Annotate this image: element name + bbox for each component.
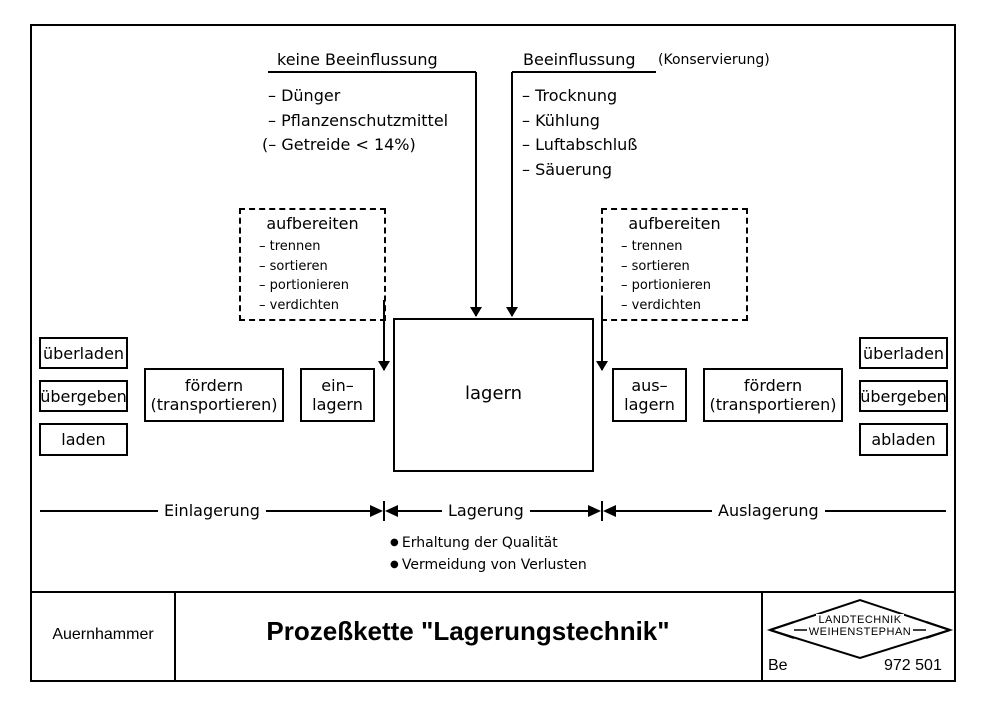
author-code: Be (768, 657, 788, 674)
timeline-arrowheads-right (588, 505, 616, 517)
box-uebergeben-left: übergeben (39, 380, 128, 412)
box-ueberladen-left: überladen (39, 337, 128, 369)
logo-text: LANDTECHNIK WEIHENSTEPHAN (796, 614, 924, 638)
aufbereiten-title: aufbereiten (628, 214, 721, 233)
auslagern-line1: aus– (631, 376, 668, 395)
auslagern-line2: lagern (624, 395, 675, 414)
author-name: Auernhammer (52, 626, 154, 643)
list-item: Trocknung (522, 84, 637, 109)
box-einlagern: ein– lagern (300, 368, 375, 422)
header-konservierung: (Konservierung) (658, 52, 770, 68)
aufbereiten-box-left: aufbereiten trennen sortieren portionier… (239, 208, 386, 321)
einlagern-line2: lagern (312, 395, 363, 414)
box-ueberladen-right: überladen (859, 337, 948, 369)
lagerung-goals: Erhaltung der Qualität Vermeidung von Ve… (390, 532, 587, 576)
logo-line2: WEIHENSTEPHAN (806, 626, 914, 638)
bullet-item: Vermeidung von Verlusten (390, 554, 587, 576)
list-item: Dünger (268, 84, 448, 109)
box-uebergeben-right: übergeben (859, 380, 948, 412)
box-lagern: lagern (393, 318, 594, 472)
bullet-item: Erhaltung der Qualität (390, 532, 587, 554)
transportieren-label: (transportieren) (709, 395, 837, 414)
list-item: verdichten (259, 296, 349, 316)
document-number: 972 501 (884, 657, 942, 674)
drawing-frame (30, 24, 956, 682)
list-item: portionieren (259, 276, 349, 296)
header-keine-beeinflussung: keine Beeinflussung (277, 50, 438, 69)
phase-auslagerung: Auslagerung (712, 501, 825, 520)
box-foerdern-right: fördern (transportieren) (703, 368, 843, 422)
phase-lagerung: Lagerung (442, 501, 530, 520)
page-title: Prozeßkette "Lagerungstechnik" (266, 616, 670, 646)
list-item: verdichten (621, 296, 711, 316)
list-item: portionieren (621, 276, 711, 296)
header-beeinflussung: Beeinflussung (523, 50, 636, 69)
list-item: trennen (259, 237, 349, 257)
box-abladen: abladen (859, 423, 948, 456)
list-beeinflussung: Trocknung Kühlung Luftabschluß Säuerung (522, 84, 637, 182)
list-keine-beeinflussung: Dünger Pflanzenschutzmittel (268, 84, 448, 133)
box-foerdern-left: fördern (transportieren) (144, 368, 284, 422)
box-auslagern: aus– lagern (612, 368, 687, 422)
list-item: Luftabschluß (522, 133, 637, 158)
aufbereiten-title: aufbereiten (266, 214, 359, 233)
list-item: trennen (621, 237, 711, 257)
phase-einlagerung: Einlagerung (158, 501, 266, 520)
list-item: Kühlung (522, 109, 637, 134)
transportieren-label: (transportieren) (150, 395, 278, 414)
list-item: sortieren (621, 257, 711, 277)
list-item: Pflanzenschutzmittel (268, 109, 448, 134)
timeline-arrowheads-left (370, 505, 398, 517)
aufbereiten-box-right: aufbereiten trennen sortieren portionier… (601, 208, 748, 321)
foerdern-label: fördern (184, 376, 244, 395)
list-item-getreide: (– Getreide < 14%) (262, 135, 416, 154)
einlagern-line1: ein– (321, 376, 354, 395)
list-item: Säuerung (522, 158, 637, 183)
list-item: sortieren (259, 257, 349, 277)
foerdern-label: fördern (743, 376, 803, 395)
logo-line1: LANDTECHNIK (816, 614, 904, 626)
box-laden: laden (39, 423, 128, 456)
